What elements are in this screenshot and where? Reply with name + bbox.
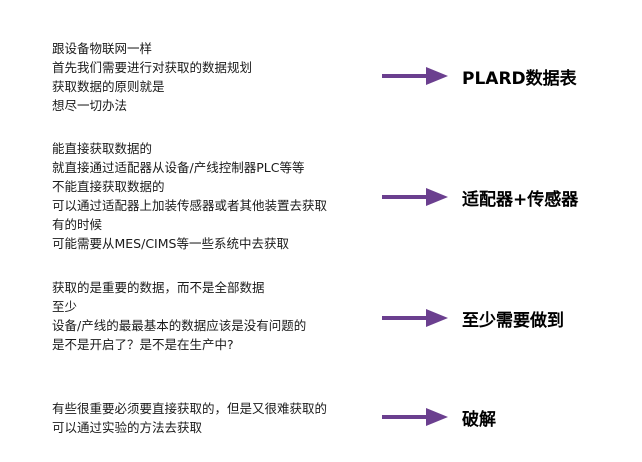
section-3-text: 获取的是重要的数据，而不是全部数据 至少 设备/产线的最最基本的数据应该是没有问… [52, 278, 306, 354]
section-1-text: 跟设备物联网一样 首先我们需要进行对获取的数据规划 获取数据的原则就是 想尽一切… [52, 39, 252, 115]
arrow-right-icon [382, 408, 448, 426]
text-line: 首先我们需要进行对获取的数据规划 [52, 60, 253, 75]
text-line: 可以通过适配器上加装传感器或者其他装置去获取 [52, 198, 328, 213]
text-line: 有些很重要必须要直接获取的，但是又很难获取的 [52, 401, 328, 416]
text-line: 至少 [52, 299, 78, 314]
text-line: 设备/产线的最最基本的数据应该是没有问题的 [52, 318, 307, 333]
arrow-right-icon [382, 67, 448, 85]
arrow-right-icon [382, 188, 448, 206]
text-line: 获取数据的原则就是 [52, 79, 165, 94]
text-line: 获取的是重要的数据，而不是全部数据 [52, 280, 265, 295]
section-2-target-label: 适配器+传感器 [462, 190, 579, 210]
section-4-target-label: 破解 [462, 410, 496, 430]
text-line: 有的时候 [52, 217, 103, 232]
text-line: 不能直接获取数据的 [52, 179, 165, 194]
text-line: 想尽一切办法 [52, 98, 128, 113]
section-2-text: 能直接获取数据的 就直接通过适配器从设备/产线控制器PLC等等 不能直接获取数据… [52, 139, 327, 253]
section-4-text: 有些很重要必须要直接获取的，但是又很难获取的 可以通过实验的方法去获取 [52, 399, 327, 437]
text-line: 可以通过实验的方法去获取 [52, 420, 203, 435]
text-line: 是不是开启了？是不是在生产中? [52, 337, 234, 352]
arrow-right-icon [382, 309, 448, 327]
text-line: 就直接通过适配器从设备/产线控制器PLC等等 [52, 160, 305, 175]
text-line: 可能需要从MES/CIMS等一些系统中去获取 [52, 236, 289, 251]
text-line: 能直接获取数据的 [52, 141, 153, 156]
section-1-target-label: PLARD数据表 [462, 69, 577, 89]
section-3-target-label: 至少需要做到 [462, 311, 564, 331]
text-line: 跟设备物联网一样 [52, 41, 153, 56]
